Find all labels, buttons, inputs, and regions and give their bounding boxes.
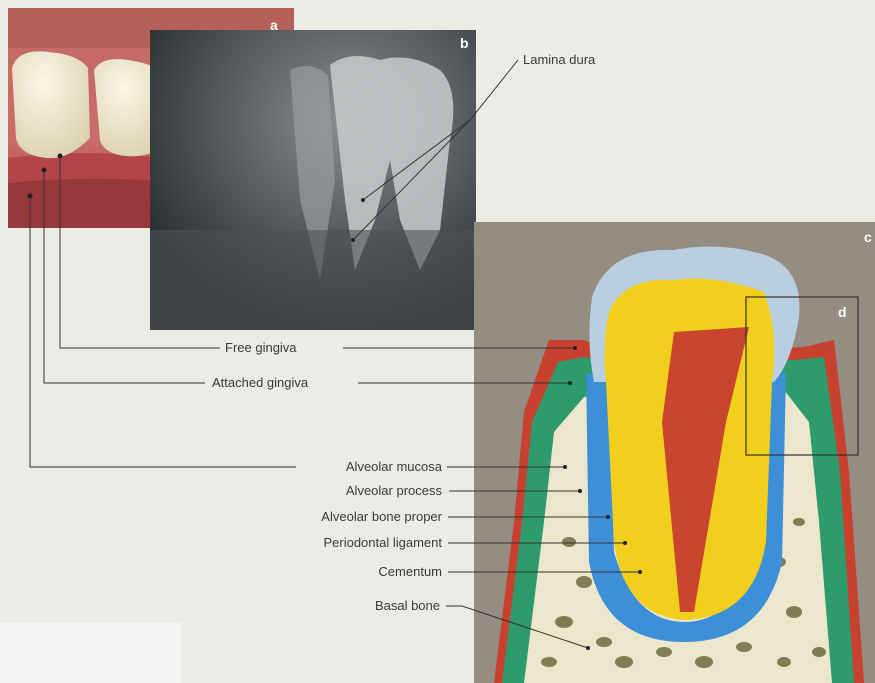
radiograph: b: [150, 30, 476, 330]
label-free-gingiva: Free gingiva: [225, 340, 297, 355]
label-alveolar-process: Alveolar process: [296, 483, 442, 498]
panel-letter-b: b: [460, 35, 469, 51]
panel-letter-d: d: [838, 304, 847, 320]
blank-area: [0, 623, 182, 683]
panel-letter-c: c: [864, 229, 872, 245]
label-alveolar-mucosa: Alveolar mucosa: [296, 459, 442, 474]
periodontium-diagram: d c: [474, 222, 875, 683]
label-basal-bone: Basal bone: [296, 598, 440, 613]
periodontium-illustration: d c: [474, 222, 875, 683]
label-periodontal-ligament: Periodontal ligament: [262, 535, 442, 550]
radiograph-illustration: b: [150, 30, 476, 330]
label-alveolar-bone-proper: Alveolar bone proper: [262, 509, 442, 524]
label-cementum: Cementum: [296, 564, 442, 579]
molar-tooth: [12, 51, 90, 158]
label-attached-gingiva: Attached gingiva: [212, 375, 308, 390]
label-lamina-dura: Lamina dura: [523, 52, 595, 67]
